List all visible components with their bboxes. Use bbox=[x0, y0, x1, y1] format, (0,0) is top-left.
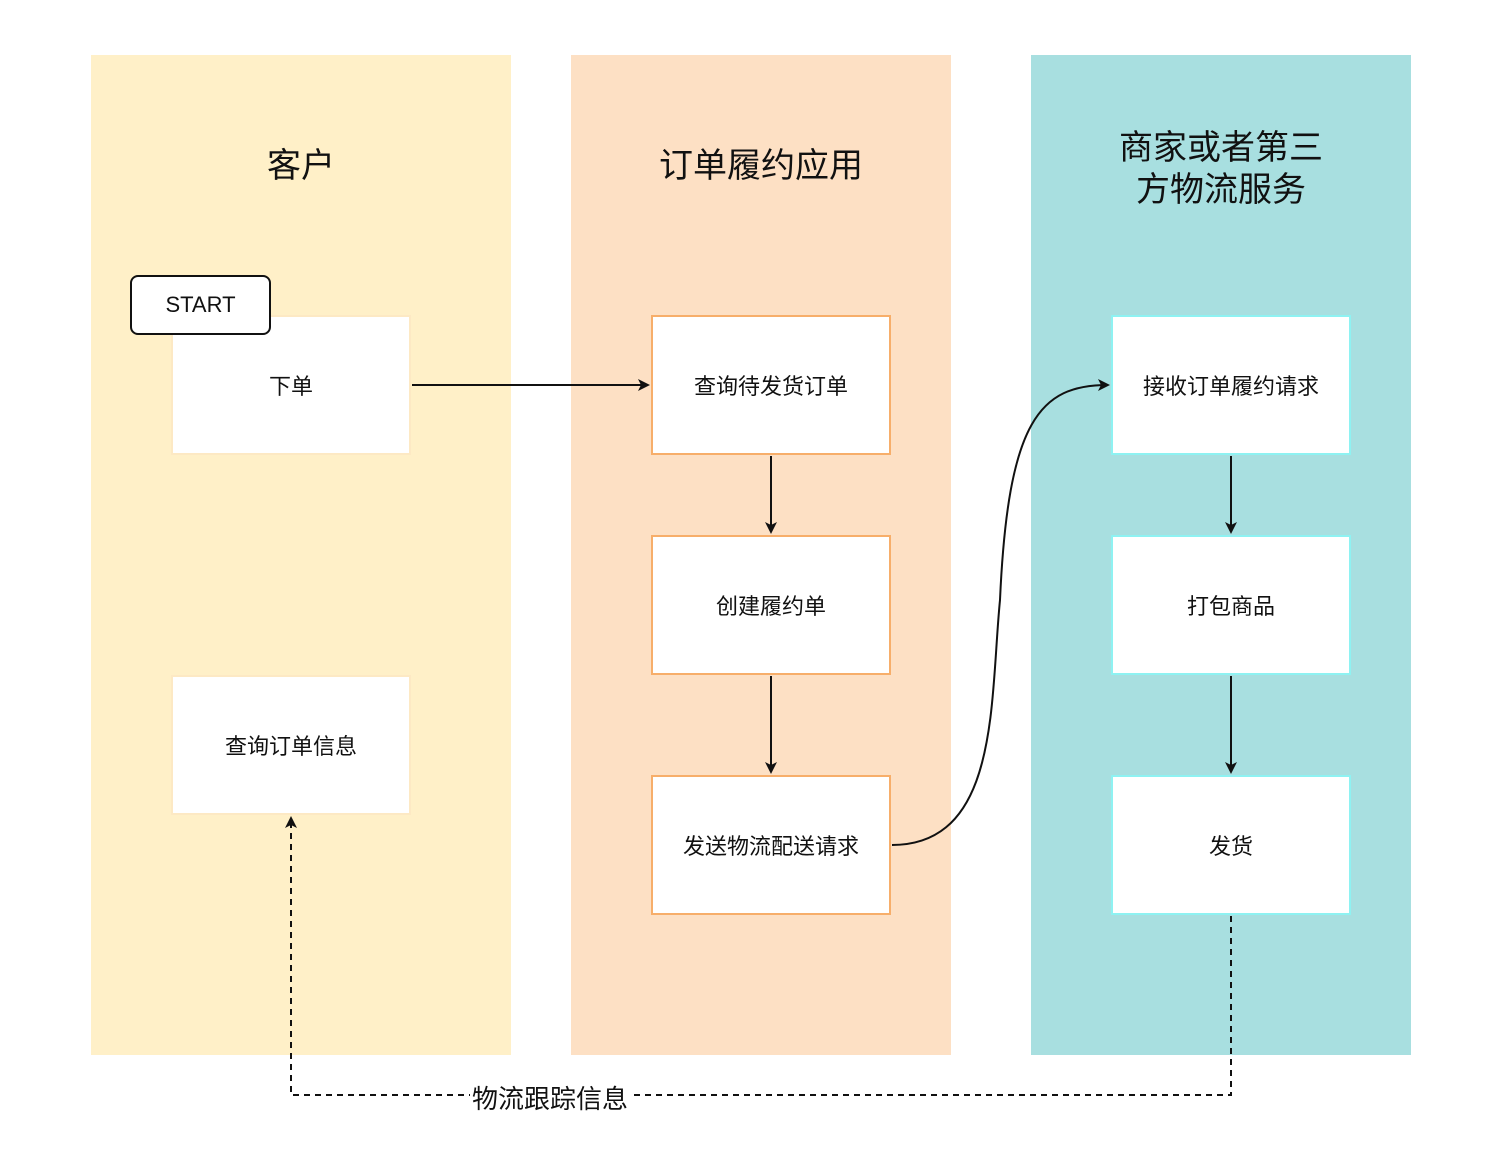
node-pack-goods[interactable]: 打包商品 bbox=[1111, 535, 1351, 675]
lane-title-line-2: 方物流服务 bbox=[1136, 170, 1306, 210]
node-query-order-info[interactable]: 查询订单信息 bbox=[171, 675, 411, 815]
node-create-fulfillment[interactable]: 创建履约单 bbox=[651, 535, 891, 675]
lane-title-line-1: 商家或者第三 bbox=[1119, 128, 1323, 168]
lane-title-merchant-logistics: 商家或者第三 方物流服务 bbox=[1031, 127, 1411, 211]
lane-title-order-fulfillment: 订单履约应用 bbox=[659, 146, 863, 186]
edge-label-tracking: 物流跟踪信息 bbox=[470, 1082, 631, 1118]
lane-title-customer: 客户 bbox=[267, 146, 335, 186]
node-send-delivery-request[interactable]: 发送物流配送请求 bbox=[651, 775, 891, 915]
node-receive-request[interactable]: 接收订单履约请求 bbox=[1111, 315, 1351, 455]
node-place-order[interactable]: 下单 bbox=[171, 315, 411, 455]
node-query-pending-orders[interactable]: 查询待发货订单 bbox=[651, 315, 891, 455]
start-badge[interactable]: START bbox=[130, 275, 271, 335]
lane-customer: 客户 bbox=[91, 55, 511, 1055]
node-ship[interactable]: 发货 bbox=[1111, 775, 1351, 915]
